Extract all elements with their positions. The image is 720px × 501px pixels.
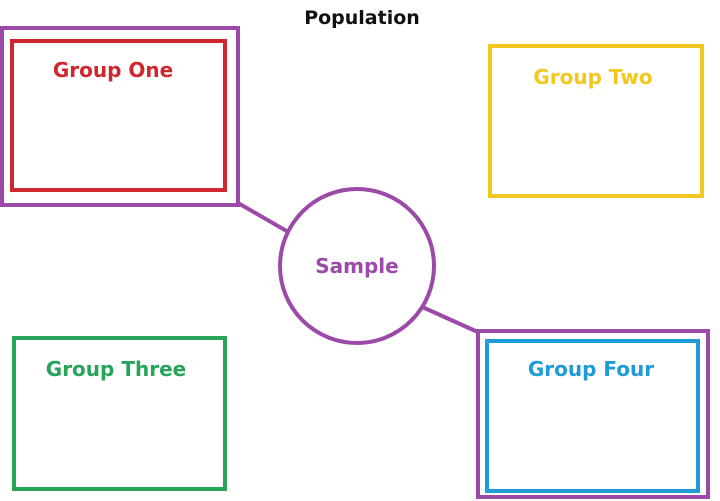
group-one-label: Group One <box>53 58 173 82</box>
group-four-label: Group Four <box>528 357 654 381</box>
connector-line-group-one <box>237 201 291 235</box>
sample: Sample <box>278 187 436 345</box>
group-three-label: Group Three <box>46 357 186 381</box>
group-one: Group One <box>0 26 240 207</box>
group-four-box <box>485 339 700 493</box>
group-four-selection-frame <box>476 329 710 499</box>
group-two-label: Group Two <box>533 65 652 89</box>
group-two-box <box>488 44 704 198</box>
group-one-selection-frame <box>0 26 240 207</box>
group-two: Group Two <box>488 44 704 198</box>
connector-line-group-four <box>419 304 481 335</box>
group-one-box <box>10 39 227 192</box>
sample-circle <box>278 187 436 345</box>
group-four: Group Four <box>476 329 710 499</box>
group-three-box <box>12 336 227 491</box>
sample-label: Sample <box>315 254 398 278</box>
group-three: Group Three <box>12 336 227 491</box>
population-title: Population <box>304 7 420 29</box>
